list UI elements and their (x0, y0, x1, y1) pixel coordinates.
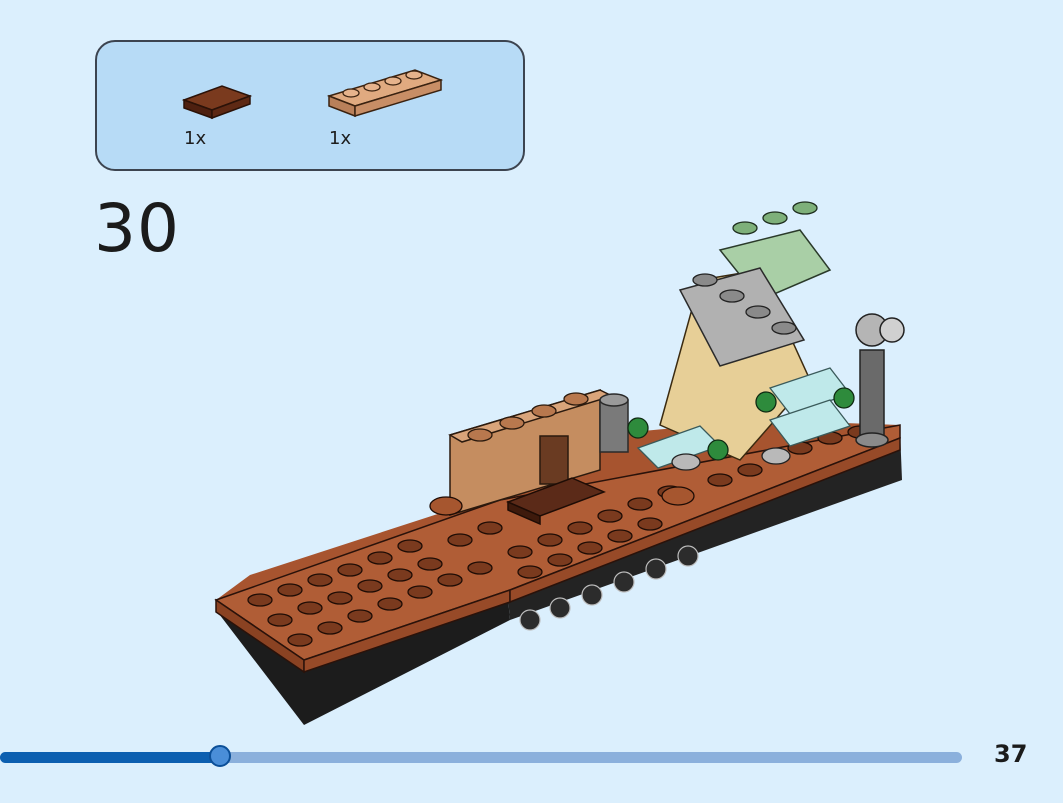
progress-fill (0, 752, 221, 763)
model-illustration (200, 180, 920, 734)
progress-bar[interactable] (0, 745, 962, 767)
parts-callout: 1x 1x (95, 40, 525, 171)
step-number: 30 (94, 190, 180, 267)
part-tan-plate: 1x (327, 66, 443, 149)
part-quantity: 1x (329, 128, 352, 149)
brown-tile-icon (182, 85, 253, 120)
progress-handle[interactable] (209, 745, 232, 767)
part-quantity: 1x (184, 128, 207, 149)
page-number: 37 (994, 740, 1028, 768)
tan-plate-icon (327, 69, 443, 118)
lego-model-icon (214, 201, 905, 725)
part-brown-tile: 1x (182, 82, 254, 149)
